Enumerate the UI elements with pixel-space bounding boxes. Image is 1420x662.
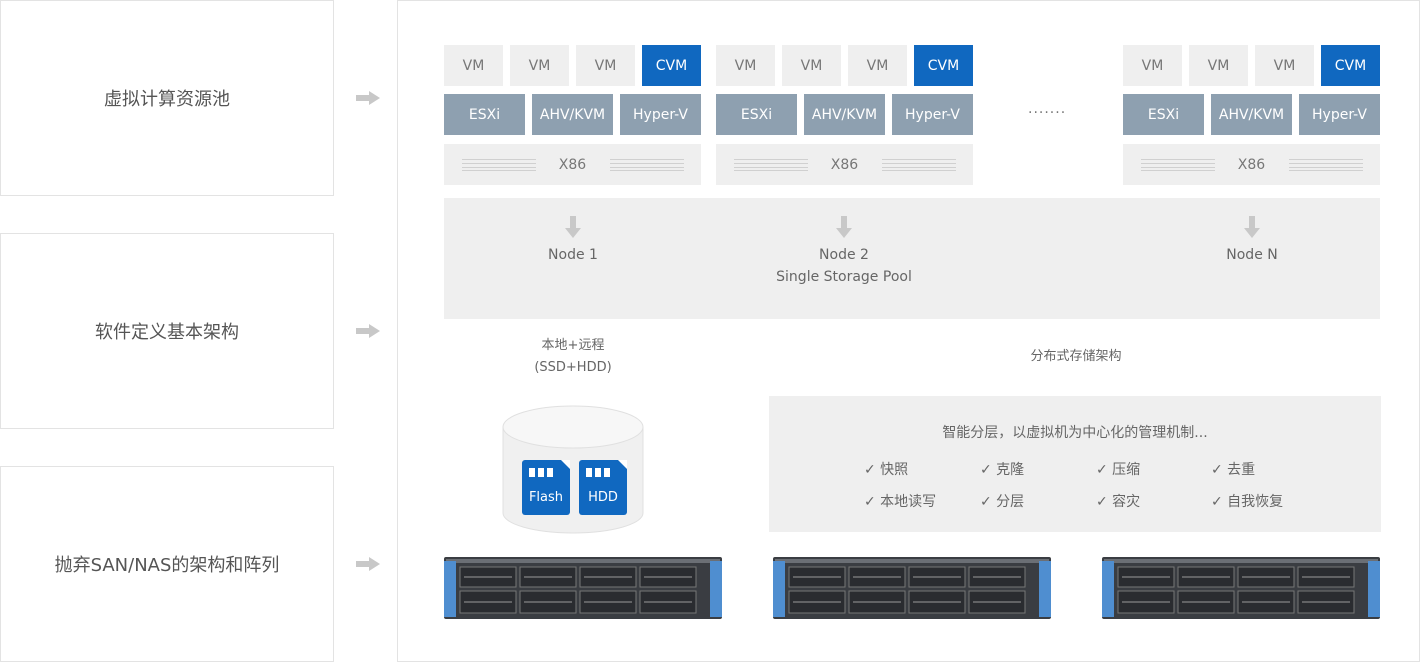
node-label: Node 1 [548, 247, 598, 263]
hypervisor-box: Hyper-V [1299, 94, 1380, 135]
node-n: Node N [1202, 216, 1302, 266]
x86-hardware-box: X86 [444, 144, 701, 185]
hypervisor-box: ESXi [1123, 94, 1204, 135]
hypervisor-box: AHV/KVM [532, 94, 613, 135]
flash-disk-icon: Flash [522, 460, 570, 515]
pool-label: Single Storage Pool [776, 269, 912, 285]
ellipsis: ······· [1028, 105, 1067, 121]
node-1: Node 1 [523, 216, 623, 266]
feature-item: ✓ 去重 [1211, 462, 1256, 478]
hardware-label: X86 [830, 156, 859, 173]
down-arrow-icon [1244, 216, 1260, 238]
node-label: Node 2 [819, 247, 869, 263]
distributed-features-box: 智能分层，以虚拟机为中心化的管理机制... ✓ 快照 ✓ 克隆 ✓ 压缩 ✓ 去… [769, 396, 1381, 532]
vm-box: VM [848, 45, 907, 86]
caption-line: 本地+远程 [541, 338, 605, 353]
left-card-no-san: 抛弃SAN/NAS的架构和阵列 [0, 466, 334, 662]
vm-box: VM [444, 45, 503, 86]
hypervisor-box: Hyper-V [620, 94, 701, 135]
storage-pool-band: Node 1 Node 2 Single Storage Pool Node N [444, 198, 1380, 319]
vm-box: VM [1189, 45, 1248, 86]
vm-box: VM [576, 45, 635, 86]
node-label: Node N [1226, 247, 1278, 263]
left-card-compute-pool: 虚拟计算资源池 [0, 0, 334, 196]
left-card-label: 软件定义基本架构 [95, 322, 239, 343]
x86-hardware-box: X86 [1123, 144, 1380, 185]
hypervisor-box: AHV/KVM [1211, 94, 1292, 135]
hypervisor-box: AHV/KVM [804, 94, 885, 135]
down-arrow-icon [565, 216, 581, 238]
left-card-label: 抛弃SAN/NAS的架构和阵列 [54, 555, 280, 576]
feature-item: ✓ 本地读写 [864, 494, 937, 510]
left-card-label: 虚拟计算资源池 [104, 89, 230, 110]
right-arrow-icon [356, 557, 380, 571]
vm-box: VM [1255, 45, 1314, 86]
hardware-label: X86 [1237, 156, 1266, 173]
cvm-box: CVM [642, 45, 701, 86]
node-2: Node 2 Single Storage Pool [744, 216, 944, 288]
disk-label: Flash [528, 490, 564, 505]
cvm-box: CVM [914, 45, 973, 86]
feature-item: ✓ 容灾 [1096, 494, 1141, 510]
local-storage-caption: 本地+远程 (SSD+HDD) [513, 335, 633, 379]
hypervisor-box: Hyper-V [892, 94, 973, 135]
down-arrow-icon [836, 216, 852, 238]
left-card-sds: 软件定义基本架构 [0, 233, 334, 429]
hypervisor-box: ESXi [716, 94, 797, 135]
feature-item: ✓ 快照 [864, 462, 909, 478]
rack-server-image [773, 557, 1051, 619]
disk-label: HDD [588, 490, 618, 505]
architecture-diagram: VM VM VM CVM ESXi AHV/KVM Hyper-V X86 VM… [397, 0, 1420, 662]
feature-item: ✓ 自我恢复 [1211, 494, 1284, 510]
caption-line: (SSD+HDD) [534, 360, 612, 375]
hdd-disk-icon: HDD [579, 460, 627, 515]
x86-hardware-box: X86 [716, 144, 973, 185]
rack-server-image [1102, 557, 1380, 619]
cvm-box: CVM [1321, 45, 1380, 86]
vm-box: VM [716, 45, 775, 86]
feature-item: ✓ 克隆 [980, 462, 1025, 478]
feature-item: ✓ 分层 [980, 494, 1025, 510]
features-title: 智能分层，以虚拟机为中心化的管理机制... [942, 425, 1208, 441]
hardware-label: X86 [558, 156, 587, 173]
right-arrow-icon [356, 91, 380, 105]
vm-box: VM [1123, 45, 1182, 86]
vm-box: VM [510, 45, 569, 86]
rack-server-image [444, 557, 722, 619]
right-arrow-icon [356, 324, 380, 338]
distributed-storage-caption: 分布式存储架构 [1030, 349, 1122, 364]
feature-item: ✓ 压缩 [1096, 462, 1141, 478]
vm-box: VM [782, 45, 841, 86]
hypervisor-box: ESXi [444, 94, 525, 135]
